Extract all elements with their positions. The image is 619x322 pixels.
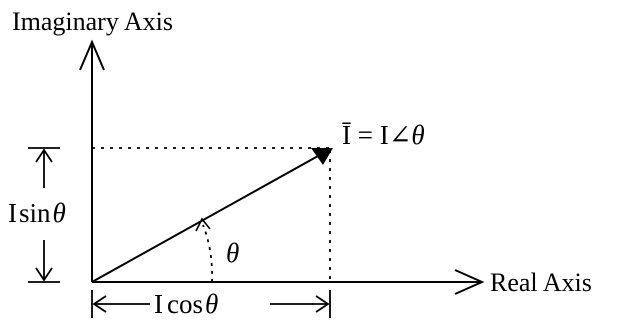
horizontal-dimension-right-arrow xyxy=(315,295,330,313)
vertical-dimension-bottom-arrow xyxy=(35,267,53,282)
vertical-component-label: Isinθ xyxy=(8,198,66,228)
vertical-component-func: sin xyxy=(19,198,51,228)
phasor-symbol: Ī xyxy=(342,120,351,150)
phasor-angle: θ xyxy=(411,120,424,150)
vertical-component-angle: θ xyxy=(53,198,66,228)
imaginary-axis-arrowhead xyxy=(79,39,105,71)
phasor-arrowhead xyxy=(311,148,333,165)
imaginary-axis-label: Imaginary Axis xyxy=(12,7,173,36)
angle-arc xyxy=(202,224,213,283)
phasor-label: Ī = I∠θ xyxy=(342,120,425,150)
horizontal-dimension-left-arrow xyxy=(92,295,107,313)
phasor-equals: = I∠ xyxy=(351,120,411,150)
angle-arc-arrowhead xyxy=(195,217,211,232)
angle-label: θ xyxy=(226,238,239,268)
real-axis-label: Real Axis xyxy=(490,268,592,297)
horizontal-component-func: cos xyxy=(167,289,203,319)
horizontal-component-prefix: I xyxy=(154,289,163,319)
vertical-component-prefix: I xyxy=(8,198,17,228)
horizontal-component-angle: θ xyxy=(205,289,218,319)
vertical-dimension-top-arrow xyxy=(35,148,53,163)
phasor-vector xyxy=(91,155,319,283)
real-axis-arrowhead xyxy=(454,269,485,295)
